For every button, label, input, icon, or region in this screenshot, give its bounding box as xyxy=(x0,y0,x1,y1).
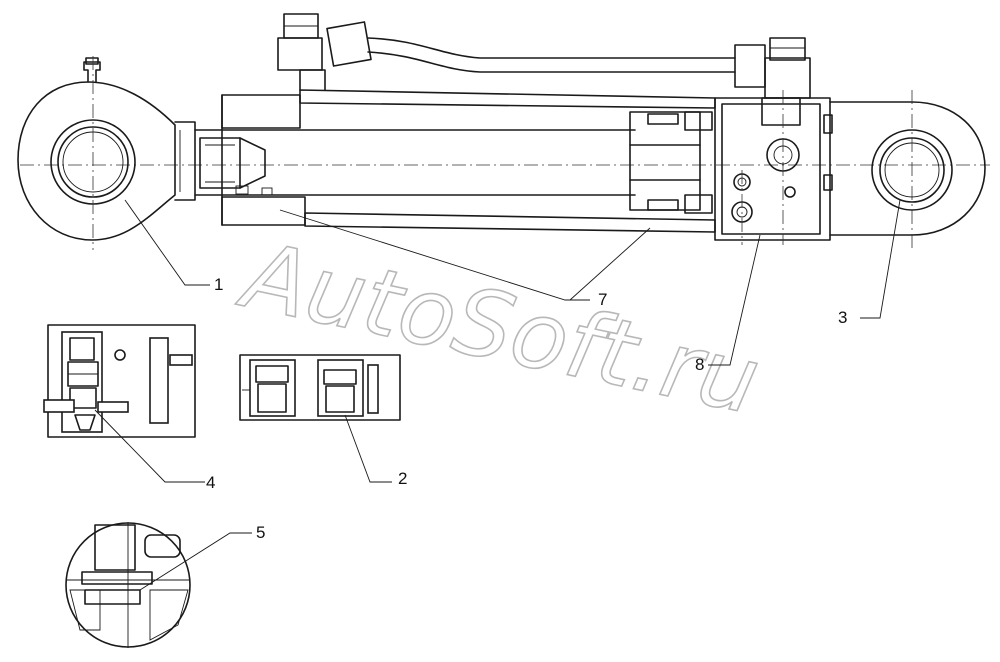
piston-rod xyxy=(194,129,636,196)
rod-eye-right xyxy=(823,90,986,250)
cylinder-gland xyxy=(221,94,306,226)
callout-4: 4 xyxy=(206,473,215,492)
valve-block xyxy=(714,90,831,245)
detail-2-section xyxy=(239,354,401,421)
callout-2: 2 xyxy=(398,469,407,488)
callout-5: 5 xyxy=(256,523,265,542)
callout-1: 1 xyxy=(214,275,223,294)
main-cylinder-assembly xyxy=(17,13,990,250)
callout-7: 7 xyxy=(598,290,607,309)
detail-4-section xyxy=(43,324,196,438)
watermark: AutoSoft.ru xyxy=(230,220,769,436)
detail-5-section xyxy=(65,522,191,648)
rod-eye-left xyxy=(17,56,196,250)
callout-labels: 1 2 3 4 5 7 8 xyxy=(206,275,847,542)
hydraulic-pipe xyxy=(277,13,811,99)
piston xyxy=(629,111,713,214)
callout-3: 3 xyxy=(838,308,847,327)
watermark-text: AutoSoft.ru xyxy=(231,221,769,435)
callout-8: 8 xyxy=(695,355,704,374)
leader-lines xyxy=(94,199,901,591)
